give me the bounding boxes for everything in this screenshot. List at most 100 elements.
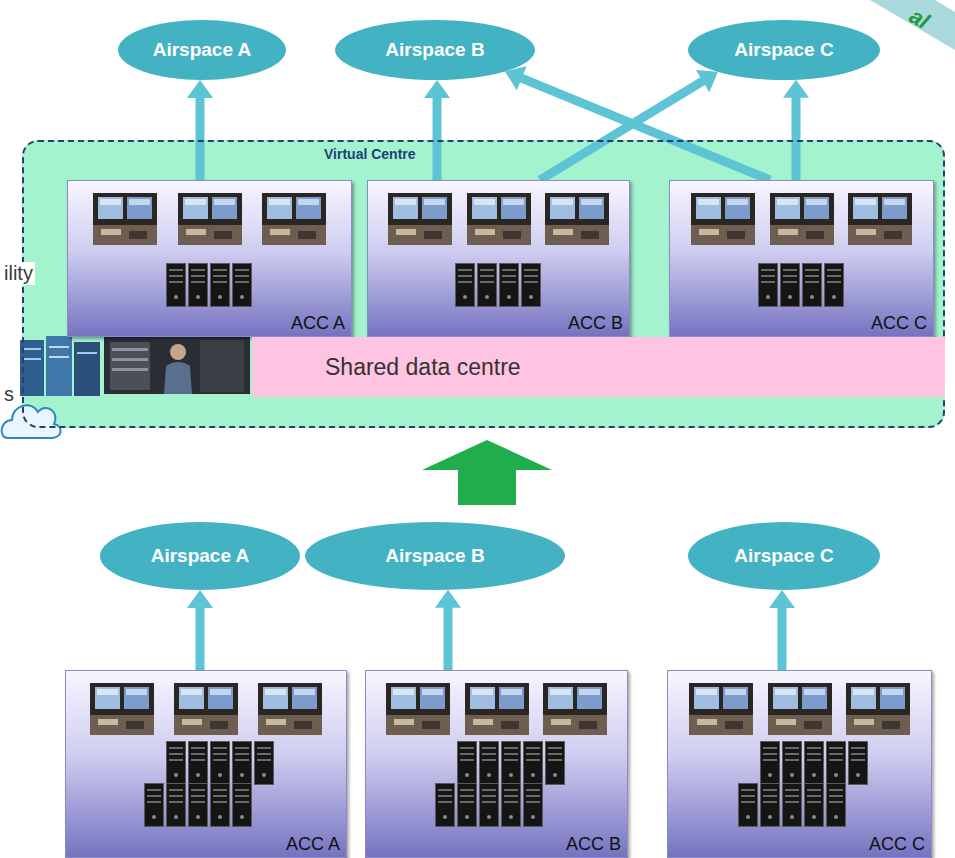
airspace-name: Airspace A xyxy=(153,39,252,61)
flow-arrow xyxy=(187,590,213,670)
centre-name: ACC A xyxy=(286,834,340,855)
server-unit xyxy=(255,742,274,785)
controller-console xyxy=(386,683,450,735)
server-unit xyxy=(478,264,497,307)
server-unit xyxy=(145,784,164,827)
controller-console xyxy=(93,193,157,245)
server-unit xyxy=(233,264,252,307)
server-unit xyxy=(500,264,519,307)
airspace-ellipse: Airspace B xyxy=(305,522,565,590)
server-unit xyxy=(502,742,521,785)
centre-name: ACC A xyxy=(291,313,345,334)
server-unit xyxy=(233,784,252,827)
server-unit xyxy=(456,264,475,307)
arrow-shaft xyxy=(196,607,205,670)
control-centre-box: ACC C xyxy=(667,670,932,858)
cut-text: s xyxy=(2,383,16,406)
server-unit xyxy=(458,784,477,827)
controller-console xyxy=(90,683,154,735)
data-centre-picture xyxy=(2,336,250,438)
corner-ribbon xyxy=(870,0,955,50)
arrow-head xyxy=(435,590,461,608)
airspace-name: Airspace A xyxy=(151,545,250,567)
console-and-server-picture xyxy=(670,181,933,336)
airspace-ellipse: Airspace C xyxy=(688,20,880,80)
server-unit xyxy=(189,742,208,785)
arrow-head xyxy=(783,80,809,98)
region-title: Virtual Centre xyxy=(324,146,416,162)
server-unit xyxy=(783,742,802,785)
server-unit xyxy=(761,784,780,827)
server-unit xyxy=(803,264,822,307)
controller-console xyxy=(178,193,242,245)
airspace-name: Airspace C xyxy=(734,545,833,567)
server-unit xyxy=(805,742,824,785)
console-and-server-picture xyxy=(66,671,346,857)
airspace-name: Airspace C xyxy=(734,39,833,61)
controller-console xyxy=(388,193,452,245)
controller-console xyxy=(545,193,609,245)
server-unit xyxy=(233,742,252,785)
server-unit xyxy=(167,264,186,307)
arrow-shaft xyxy=(433,97,442,180)
server-unit xyxy=(849,742,868,785)
virtual-centre-region: Virtual CentreACC AACC BACC CShared data… xyxy=(22,140,945,428)
server-unit xyxy=(761,742,780,785)
control-centre-box: ACC C xyxy=(669,180,934,337)
server-unit xyxy=(524,784,543,827)
controller-console xyxy=(848,193,912,245)
control-centre-box: ACC B xyxy=(365,670,628,858)
server-unit xyxy=(502,784,521,827)
server-unit xyxy=(781,264,800,307)
server-unit xyxy=(546,742,565,785)
flow-arrow xyxy=(424,80,450,180)
arrow-shaft xyxy=(196,97,205,180)
centre-name: ACC C xyxy=(869,834,925,855)
region-fill xyxy=(22,140,945,428)
airspace-ellipse: Airspace A xyxy=(100,522,300,590)
server-unit xyxy=(167,784,186,827)
flow-arrow xyxy=(435,590,461,670)
flow-arrow xyxy=(505,66,770,180)
controller-console xyxy=(770,193,834,245)
airspace-name: Airspace B xyxy=(385,39,484,61)
server-unit xyxy=(167,742,186,785)
airspace-ellipse: Airspace A xyxy=(118,20,286,80)
controller-console xyxy=(768,683,832,735)
server-unit xyxy=(759,264,778,307)
server-unit xyxy=(827,742,846,785)
arrow-head xyxy=(187,590,213,608)
controller-console xyxy=(258,683,322,735)
console-and-server-picture xyxy=(366,671,627,857)
server-unit xyxy=(211,784,230,827)
arrow-shaft xyxy=(778,607,787,670)
centre-name: ACC C xyxy=(871,313,927,334)
flow-arrow xyxy=(769,590,795,670)
server-unit xyxy=(458,742,477,785)
cut-text: ility xyxy=(2,262,35,285)
server-unit xyxy=(436,784,455,827)
server-unit xyxy=(211,264,230,307)
console-and-server-picture xyxy=(668,671,931,857)
centre-name: ACC B xyxy=(568,313,623,334)
airspace-ellipse: Airspace C xyxy=(688,522,880,590)
control-centre-box: ACC A xyxy=(65,670,347,858)
airspace-name: Airspace B xyxy=(385,545,484,567)
server-unit xyxy=(480,742,499,785)
server-unit xyxy=(189,264,208,307)
console-and-server-picture xyxy=(368,181,629,336)
controller-console xyxy=(846,683,910,735)
arrow-head xyxy=(187,80,213,98)
controller-console xyxy=(465,683,529,735)
server-unit xyxy=(825,264,844,307)
server-unit xyxy=(524,742,543,785)
arrow-shaft xyxy=(521,78,770,180)
control-centre-box: ACC B xyxy=(367,180,630,337)
server-unit xyxy=(805,784,824,827)
arrow-head xyxy=(769,590,795,608)
controller-console xyxy=(691,193,755,245)
server-unit xyxy=(522,264,541,307)
server-unit xyxy=(783,784,802,827)
controller-console xyxy=(689,683,753,735)
